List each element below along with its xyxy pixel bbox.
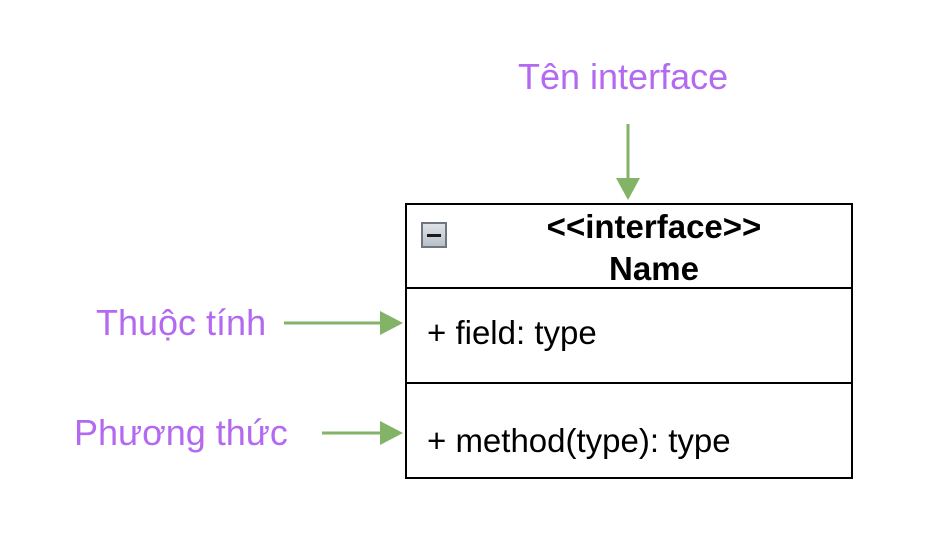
- uml-class-name: Name: [609, 250, 699, 287]
- methods-label: Phương thức: [74, 412, 288, 453]
- uml-stereotype: <<interface>>: [546, 208, 762, 245]
- uml-attributes-section: + field: type: [407, 289, 851, 384]
- arrowhead-to-name: [616, 178, 640, 200]
- uml-interface-box[interactable]: <<interface>> Name + field: type + metho…: [405, 203, 853, 479]
- interface-name-label: Tên interface: [518, 56, 729, 97]
- uml-header: <<interface>> Name: [407, 205, 851, 289]
- arrowhead-to-attributes: [380, 311, 403, 335]
- minus-square-icon[interactable]: [421, 222, 447, 248]
- uml-methods-section: + method(type): type: [407, 384, 851, 477]
- uml-field[interactable]: + field: type: [427, 314, 597, 351]
- arrowhead-to-methods: [380, 421, 403, 445]
- attributes-label: Thuộc tính: [96, 302, 267, 343]
- uml-method[interactable]: + method(type): type: [427, 422, 731, 459]
